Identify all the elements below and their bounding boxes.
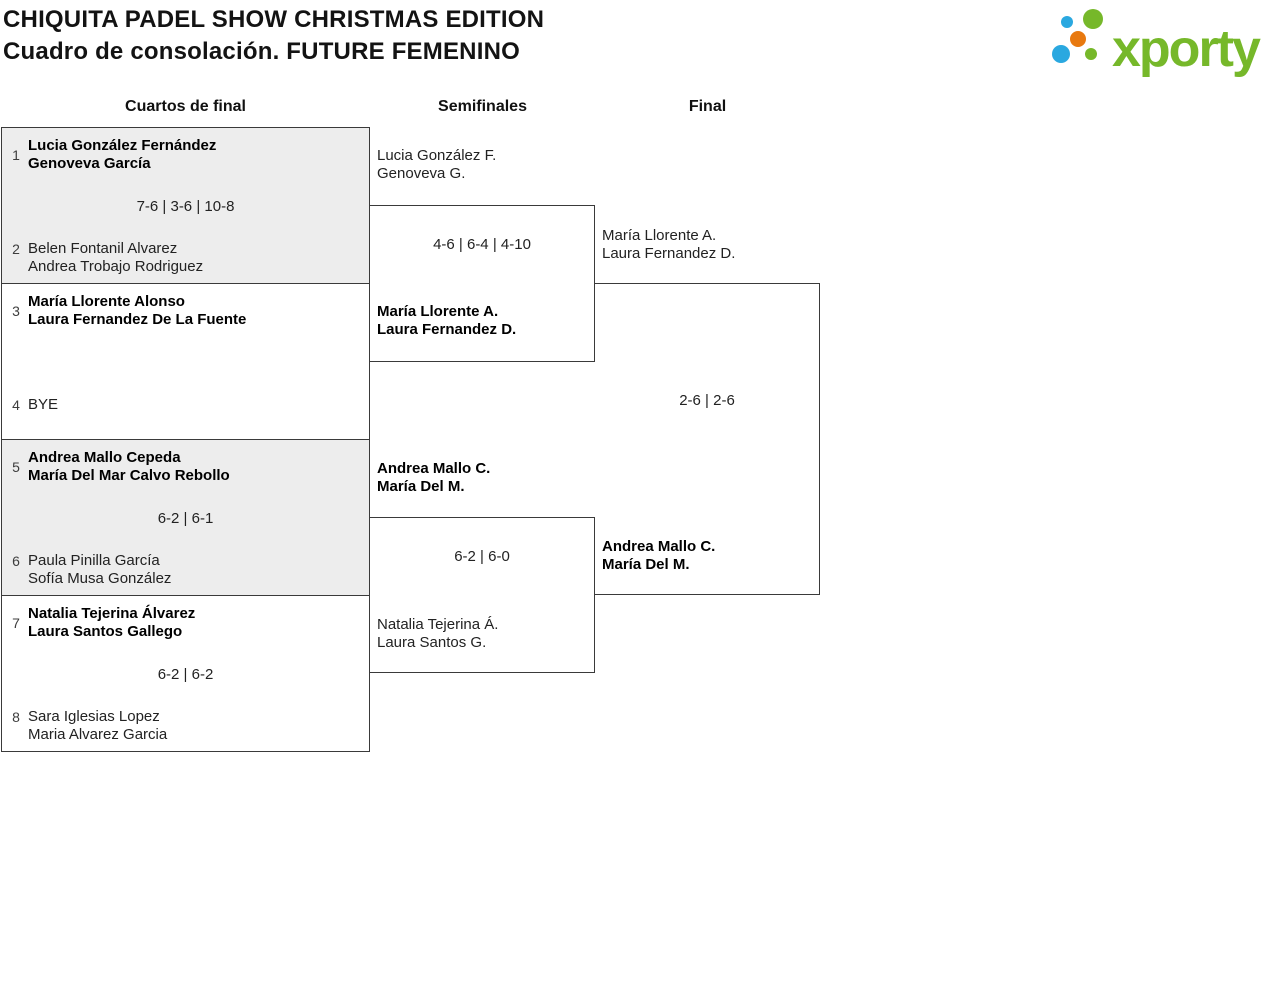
seed-number: 3 [12, 303, 20, 319]
match-score: 7-6 | 3-6 | 10-8 [136, 198, 235, 215]
match-quarterfinal-4: 7 Natalia Tejerina Álvarez Laura Santos … [1, 595, 370, 752]
match-semifinal-2: Andrea Mallo C. María Del M. 6-2 | 6-0 N… [369, 460, 596, 673]
round-header-semifinales: Semifinales [438, 98, 527, 115]
team-names: María Llorente A. Laura Fernandez D. [602, 227, 736, 262]
match-box [594, 283, 820, 595]
logo-dot-green-large [1083, 9, 1103, 29]
match-quarterfinal-3: 5 Andrea Mallo Cepeda María Del Mar Calv… [1, 439, 370, 596]
logo-wordmark: xporty [1112, 20, 1261, 78]
seed-number: 4 [12, 397, 20, 413]
match-score: 4-6 | 6-4 | 4-10 [433, 236, 531, 253]
match-quarterfinal-1: 1 Lucia González Fernández Genoveva Garc… [1, 127, 370, 284]
logo-dot-green-small [1085, 48, 1097, 60]
match-score: 2-6 | 2-6 [679, 392, 735, 409]
team-names: Andrea Mallo C. María Del M. [377, 460, 491, 495]
seed-number: 5 [12, 459, 20, 475]
team-names: BYE [28, 396, 59, 413]
team-names: Natalia Tejerina Á. Laura Santos G. [377, 616, 499, 651]
xporty-logo: xporty [1052, 9, 1263, 78]
seed-number: 8 [12, 709, 20, 725]
logo-dot-orange [1070, 31, 1086, 47]
tournament-title: CHIQUITA PADEL SHOW CHRISTMAS EDITION [3, 6, 545, 33]
team-names: Andrea Mallo C. María Del M. [602, 538, 716, 573]
seed-number: 7 [12, 615, 20, 631]
team-names: Lucia González F. Genoveva G. [377, 147, 497, 182]
team-names: Lucia González Fernández Genoveva García [28, 137, 217, 172]
match-score: 6-2 | 6-1 [157, 510, 214, 527]
match-final: María Llorente A. Laura Fernandez D. 2-6… [594, 227, 821, 595]
seed-number: 1 [12, 147, 20, 163]
header: CHIQUITA PADEL SHOW CHRISTMAS EDITION Cu… [3, 4, 544, 68]
round-header-cuartos: Cuartos de final [125, 98, 246, 115]
seed-number: 6 [12, 553, 20, 569]
team-names: Belen Fontanil Alvarez Andrea Trobajo Ro… [28, 240, 204, 275]
logo-dot-blue-large [1052, 45, 1070, 63]
match-score: 6-2 | 6-2 [157, 666, 214, 683]
round-header-final: Final [688, 98, 727, 115]
match-box [369, 517, 595, 673]
bracket-subtitle: Cuadro de consolación. FUTURE FEMENINO [3, 38, 520, 65]
match-score: 6-2 | 6-0 [454, 548, 510, 565]
team-names: Andrea Mallo Cepeda María Del Mar Calvo … [28, 449, 230, 484]
team-names: Natalia Tejerina Álvarez Laura Santos Ga… [28, 605, 196, 640]
match-score [2, 355, 369, 371]
logo-dot-blue-small [1061, 16, 1073, 28]
team-names: María Llorente A. Laura Fernandez D. [377, 303, 517, 338]
team-names: María Llorente Alonso Laura Fernandez De… [28, 293, 247, 328]
match-semifinal-1: Lucia González F. Genoveva G. 4-6 | 6-4 … [369, 147, 596, 362]
seed-number: 2 [12, 241, 20, 257]
team-names: Paula Pinilla García Sofía Musa González [28, 552, 172, 587]
match-quarterfinal-2: 3 María Llorente Alonso Laura Fernandez … [1, 283, 370, 440]
team-names: Sara Iglesias Lopez Maria Alvarez Garcia [28, 708, 168, 743]
